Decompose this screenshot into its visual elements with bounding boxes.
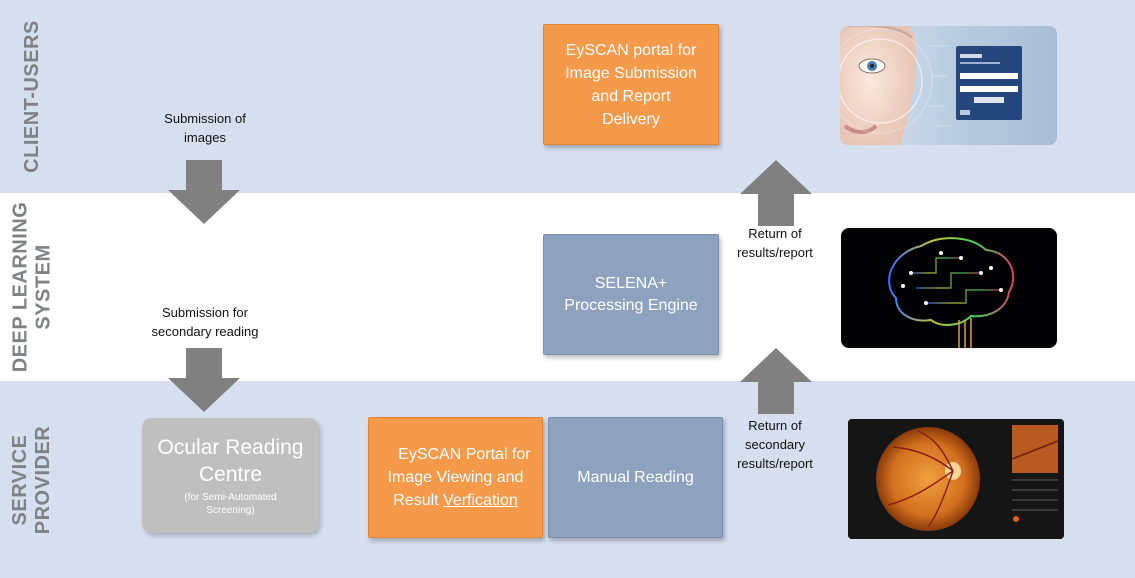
label-return-results: Return of results/report bbox=[737, 226, 813, 260]
neural-brain-image bbox=[841, 228, 1057, 348]
portal-login-image bbox=[840, 26, 1057, 145]
label-return-secondary: Return of secondary results/report bbox=[737, 418, 813, 471]
lane-deep-text: DEEP LEARNING SYSTEM bbox=[9, 201, 55, 373]
arrow-down-secondary-icon bbox=[168, 348, 240, 412]
eyscan-viewing-underlined-text: Verfication bbox=[443, 492, 518, 509]
arrow-up-return-secondary-icon bbox=[740, 348, 812, 414]
arrow-up-return-icon bbox=[740, 160, 812, 226]
selena-processing-engine-box: SELENA+ Processing Engine bbox=[543, 234, 719, 355]
lane-label-client-users: CLIENT-USERS bbox=[0, 0, 64, 193]
ocular-title: Ocular Reading Centre bbox=[157, 436, 304, 486]
eyscan-submission-box: EySCAN portal for Image Submission and R… bbox=[543, 24, 719, 145]
eyscan-viewing-text: EySCAN Portal for Image Viewing and Resu… bbox=[387, 446, 531, 509]
lane-service-text: SERVICE PROVIDER bbox=[9, 425, 54, 534]
brain-circuit-icon bbox=[888, 237, 1015, 348]
label-submission-secondary: Submission for secondary reading bbox=[151, 305, 259, 339]
lane-label-deep-learning: DEEP LEARNING SYSTEM bbox=[0, 193, 64, 381]
manual-reading-box: Manual Reading bbox=[548, 417, 723, 538]
eyscan-viewing-box: EySCAN Portal for Image Viewing and Resu… bbox=[368, 417, 543, 538]
ocular-subtitle: (for Semi-Automated Screening) bbox=[184, 492, 277, 516]
arrow-down-submission-icon bbox=[168, 160, 240, 224]
ocular-reading-centre-box: Ocular Reading Centre (for Semi-Automate… bbox=[142, 418, 319, 533]
face-portal-illustration-icon bbox=[840, 26, 1022, 145]
retina-viewer-image bbox=[848, 419, 1064, 539]
label-submission-of-images: Submission of images bbox=[164, 111, 246, 145]
lane-label-service-provider: SERVICE PROVIDER bbox=[0, 381, 64, 578]
retina-fundus-icon bbox=[848, 419, 1064, 539]
lane-client-text: CLIENT-USERS bbox=[20, 20, 43, 173]
